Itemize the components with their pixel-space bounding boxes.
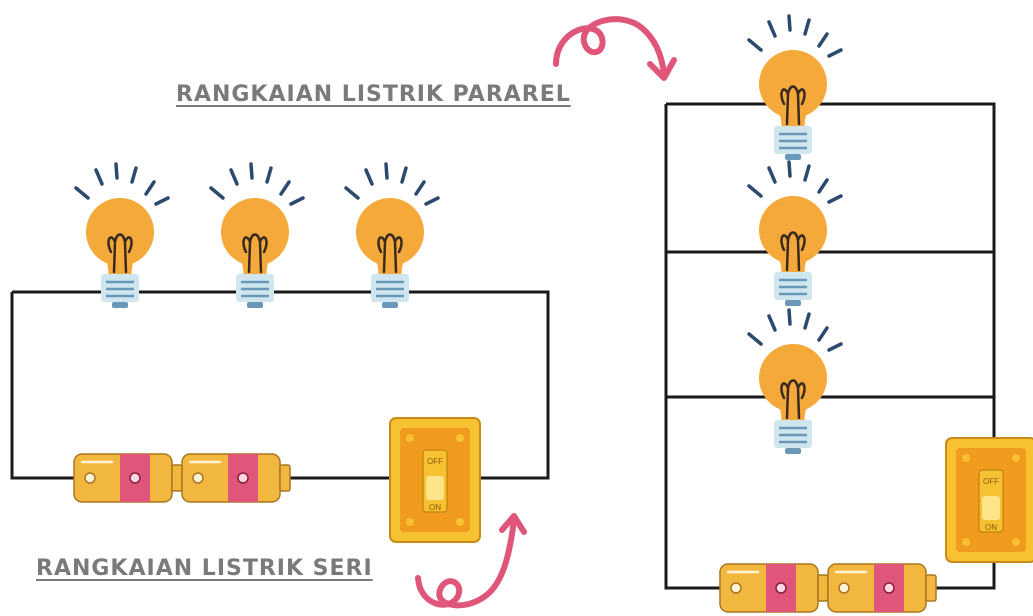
series-circuit bbox=[10, 162, 550, 543]
light-bulb-icon bbox=[344, 162, 440, 310]
parallel-circuit-title: RANGKAIAN LISTRIK PARAREL bbox=[176, 82, 571, 107]
parallel-wire-outer bbox=[664, 102, 996, 590]
series-wire bbox=[10, 290, 550, 480]
series-circuit-title: RANGKAIAN LISTRIK SERI bbox=[36, 556, 373, 581]
parallel-circuit bbox=[664, 14, 1033, 614]
light-bulb-icon bbox=[74, 162, 170, 310]
light-bulb-icon bbox=[747, 308, 843, 456]
light-bulb-icon bbox=[747, 160, 843, 308]
curly-arrow-icon bbox=[553, 16, 677, 81]
light-bulb-icon bbox=[747, 14, 843, 162]
battery-icon bbox=[72, 452, 184, 504]
toggle-switch-icon bbox=[389, 417, 481, 543]
battery-icon bbox=[718, 562, 830, 614]
battery-icon bbox=[180, 452, 292, 504]
curly-arrow-icon bbox=[415, 513, 527, 609]
light-bulb-icon bbox=[209, 162, 305, 310]
battery-icon bbox=[826, 562, 938, 614]
toggle-switch-icon bbox=[945, 437, 1033, 563]
